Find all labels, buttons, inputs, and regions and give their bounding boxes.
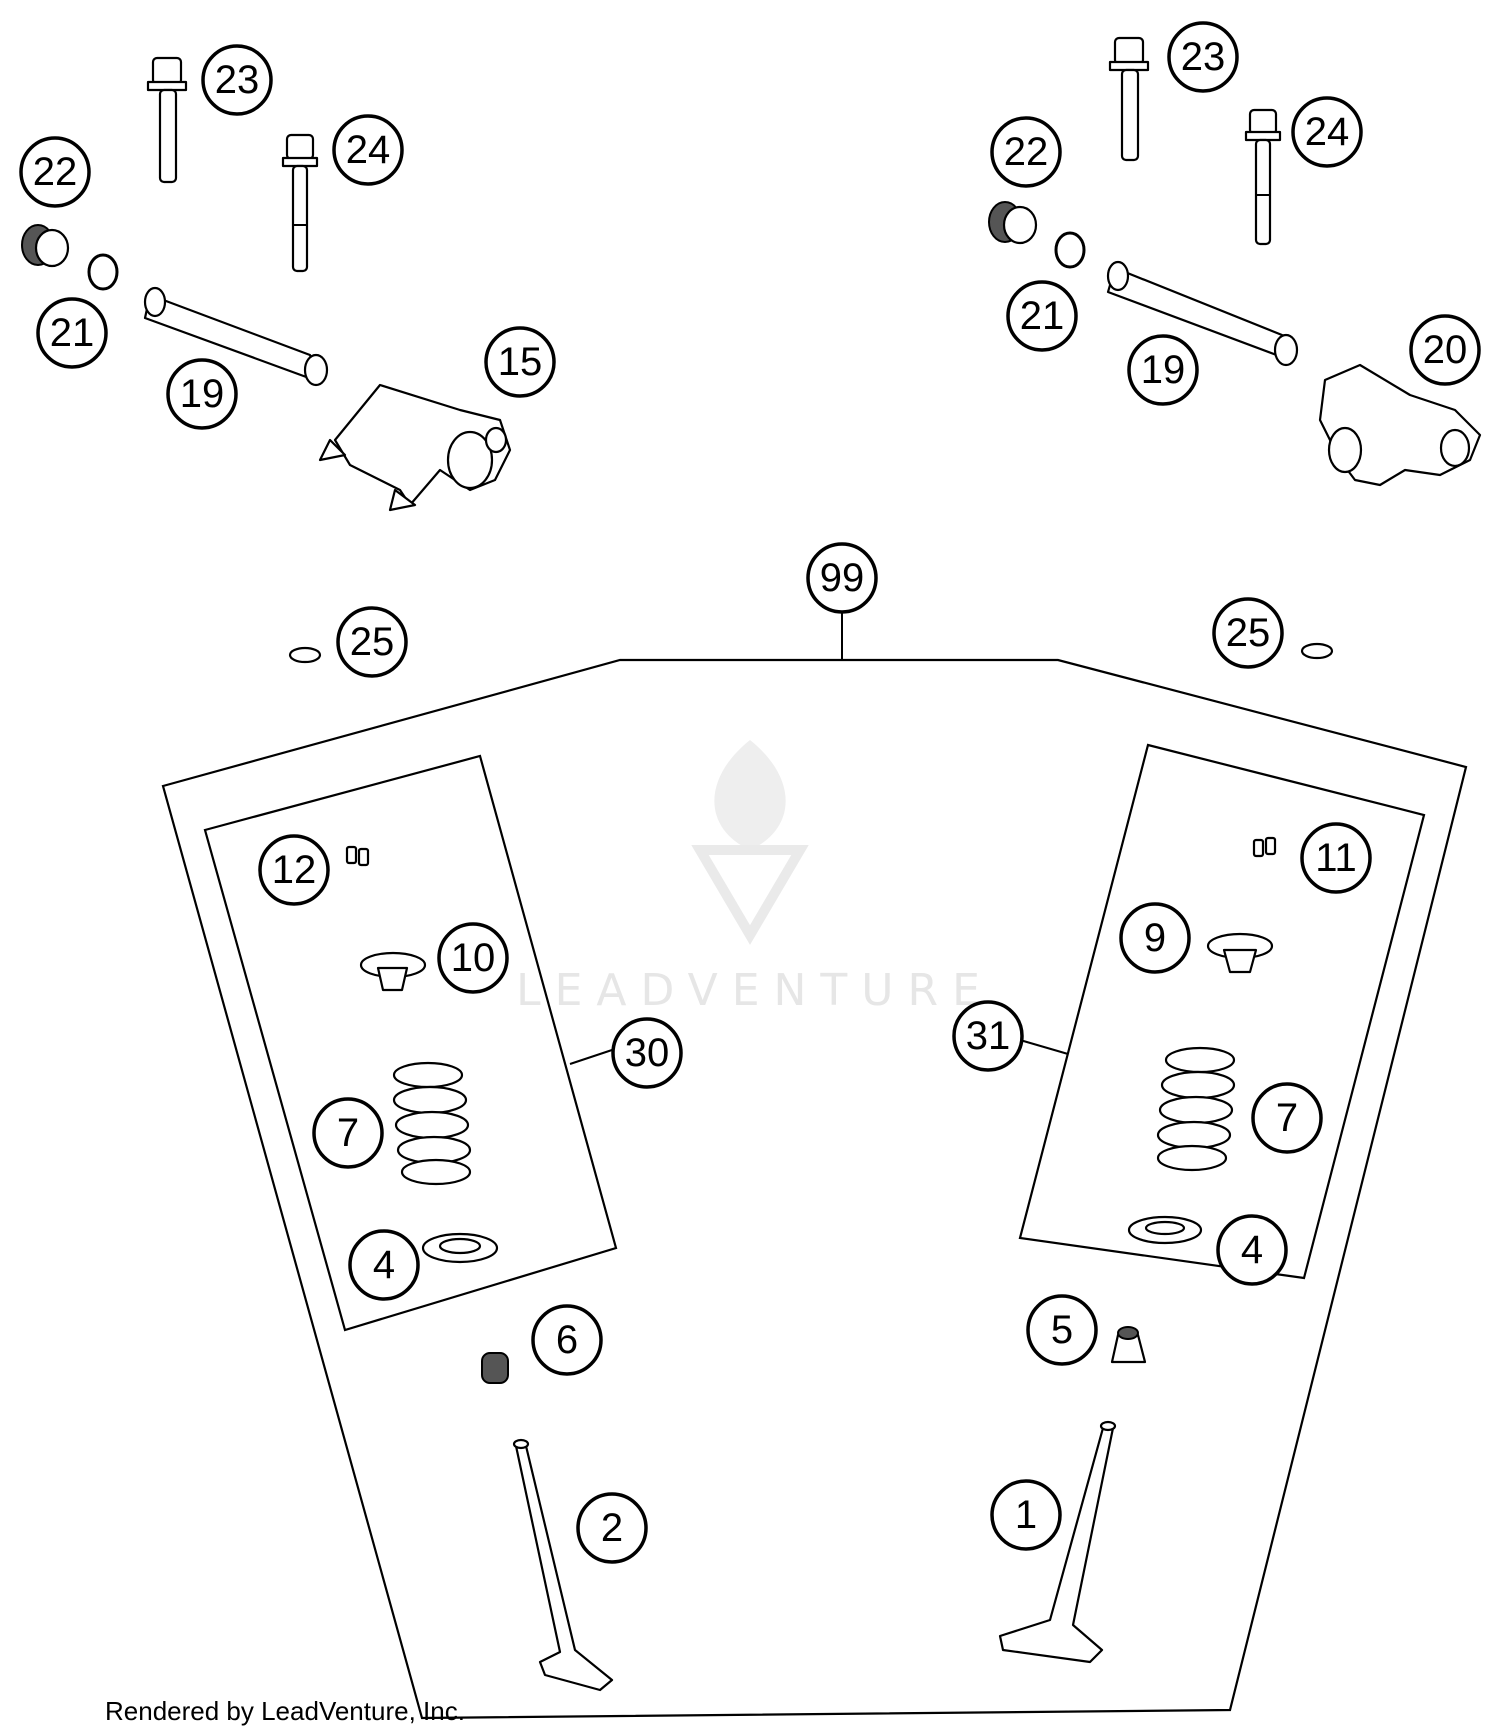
callout-25-left: 25: [336, 606, 408, 678]
callout-23-right: 23: [1167, 21, 1239, 93]
callout-15: 15: [484, 326, 556, 398]
callout-5: 5: [1026, 1294, 1098, 1366]
svg-text:11: 11: [1315, 836, 1357, 880]
callout-31: 31: [952, 1000, 1024, 1072]
valve-keepers-11: [1252, 836, 1277, 858]
callout-4-left: 4: [348, 1229, 420, 1301]
svg-text:19: 19: [1141, 348, 1186, 392]
kit-30-outline: [203, 754, 618, 1332]
callout-30: 30: [611, 1017, 683, 1089]
callout-19-right: 19: [1127, 334, 1199, 406]
callout-22-left: 22: [19, 136, 91, 208]
callout-7-right: 7: [1251, 1082, 1323, 1154]
callout-24-left: 24: [332, 114, 404, 186]
o-ring-21-left: [87, 253, 119, 291]
svg-text:20: 20: [1423, 328, 1468, 372]
rocker-shaft-19-left: [143, 286, 329, 387]
svg-text:24: 24: [346, 128, 391, 172]
render-credit: Rendered by LeadVenture, Inc.: [105, 1696, 465, 1726]
svg-text:25: 25: [350, 620, 395, 664]
svg-text:4: 4: [1241, 1228, 1263, 1272]
rocker-arm-20: [1318, 363, 1482, 487]
callout-24-right: 24: [1291, 96, 1363, 168]
svg-text:24: 24: [1305, 110, 1350, 154]
callout-7-left: 7: [312, 1097, 384, 1169]
callout-11: 11: [1300, 822, 1372, 894]
svg-text:9: 9: [1144, 916, 1166, 960]
o-ring-21-right: [1054, 231, 1086, 269]
callout-99: 99: [806, 542, 878, 614]
callout-21-right: 21: [1006, 280, 1078, 352]
svg-text:6: 6: [556, 1318, 578, 1362]
valve-2: [512, 1438, 614, 1692]
bolt-24-right: [1244, 108, 1282, 246]
svg-text:99: 99: [820, 556, 865, 600]
svg-text:31: 31: [966, 1014, 1011, 1058]
v-logo-icon: [691, 845, 809, 945]
callout-2: 2: [576, 1492, 648, 1564]
kit-31-outline: [1018, 743, 1426, 1280]
svg-text:4: 4: [373, 1243, 395, 1287]
svg-text:15: 15: [498, 340, 543, 384]
valve-1: [998, 1420, 1117, 1664]
spring-seat-4-right: [1127, 1215, 1203, 1245]
spring-seat-4-left: [421, 1232, 499, 1264]
bolt-23-right: [1108, 36, 1150, 162]
bolt-23-left: [146, 56, 188, 184]
spring-retainer-10: [359, 951, 427, 992]
callout-4-right: 4: [1216, 1214, 1288, 1286]
kit-99-outline: [161, 610, 1468, 1720]
bolt-24-left: [281, 133, 319, 273]
spring-retainer-9: [1206, 932, 1274, 974]
flame-logo-icon: [714, 740, 786, 850]
svg-text:7: 7: [337, 1111, 359, 1155]
watermark: LEADVENTURE: [516, 740, 994, 1016]
rocker-shaft-19-right: [1106, 260, 1299, 367]
svg-text:25: 25: [1226, 611, 1271, 655]
callout-12: 12: [258, 834, 330, 906]
callout-19-left: 19: [166, 358, 238, 430]
shim-25-right: [1300, 642, 1334, 660]
callout-25-right: 25: [1212, 597, 1284, 669]
svg-text:5: 5: [1051, 1308, 1073, 1352]
callout-6: 6: [531, 1304, 603, 1376]
callout-1: 1: [990, 1479, 1062, 1551]
callout-22-right: 22: [990, 116, 1062, 188]
svg-text:12: 12: [272, 848, 317, 892]
watermark-text: LEADVENTURE: [516, 965, 994, 1016]
valve-seal-6: [481, 1352, 509, 1384]
callout-10: 10: [437, 922, 509, 994]
svg-text:19: 19: [180, 372, 225, 416]
svg-text:22: 22: [33, 150, 78, 194]
svg-text:1: 1: [1015, 1493, 1037, 1537]
svg-text:7: 7: [1276, 1096, 1298, 1140]
valve-spring-7-left: [392, 1061, 472, 1186]
svg-text:21: 21: [1020, 294, 1065, 338]
callout-21-left: 21: [36, 297, 108, 369]
svg-text:22: 22: [1004, 130, 1049, 174]
svg-text:23: 23: [215, 58, 260, 102]
valve-keepers-12: [345, 845, 370, 867]
plug-22-right: [988, 201, 1038, 245]
callout-23-left: 23: [201, 44, 273, 116]
svg-text:23: 23: [1181, 35, 1226, 79]
valve-seal-5: [1110, 1326, 1147, 1364]
svg-text:30: 30: [625, 1031, 670, 1075]
valve-spring-7-right: [1156, 1046, 1236, 1172]
svg-text:21: 21: [50, 311, 95, 355]
svg-text:10: 10: [451, 936, 496, 980]
rocker-arm-15: [318, 383, 512, 512]
plug-22-left: [21, 224, 70, 268]
callout-9: 9: [1119, 902, 1191, 974]
shim-25-left: [288, 646, 322, 664]
callout-20: 20: [1409, 314, 1481, 386]
svg-text:2: 2: [601, 1506, 623, 1550]
